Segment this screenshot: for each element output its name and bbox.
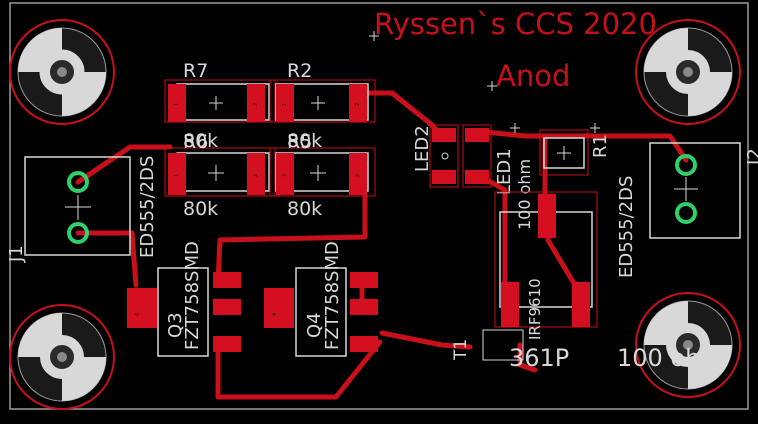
connector-j2: J2 ED555/2DS [616, 142, 758, 278]
r2-pad-b-label: 2 [355, 103, 361, 106]
led2-ref: LED2 [412, 125, 433, 172]
transistor-q4: 4 FZT758SMD Q4 [264, 241, 378, 357]
q3-value: FZT758SMD [182, 241, 203, 350]
r1-ref: R1 [590, 134, 611, 158]
t1-ref: T1 [451, 339, 471, 361]
j2-ref: J2 [744, 148, 758, 166]
mounting-hole-bottom-right [635, 292, 741, 398]
resistor-r2: 1 2 R2 [269, 60, 376, 123]
transistor-t1: IRF9610 T1 [451, 191, 598, 361]
led1-ref: LED1 [494, 148, 515, 195]
q4-ref: Q4 [304, 312, 325, 338]
transistor-q3: 4 FZT758SMD Q3 [127, 241, 241, 357]
r1-value-label: 100 ohm [617, 344, 724, 372]
r5-pad-b-label: 2 [355, 174, 361, 177]
q4-value: FZT758SMD [322, 241, 343, 350]
j2-value: ED555/2DS [616, 176, 637, 278]
connector-j1: J1 ED555/2DS [6, 156, 158, 263]
mounting-hole-top-right [635, 19, 741, 125]
q4-pad-label: 4 [272, 313, 278, 316]
t1-package-label: 361P [509, 344, 569, 372]
resistor-r6: 1 2 R6 80k [164, 131, 276, 220]
origin-markers [369, 31, 600, 133]
board-title: Ryssen`s CCS 2020 [374, 7, 657, 41]
j1-value: ED555/2DS [137, 156, 158, 258]
j1-ref: J1 [6, 245, 27, 263]
r2-ref: R2 [287, 60, 312, 82]
r7-value: 80k [183, 130, 218, 152]
board-subtitle: Anod [496, 59, 570, 93]
r6-pad-b-label: 2 [253, 174, 259, 177]
r2-value: 80k [287, 130, 322, 152]
resistor-r5: 1 2 R5 80k [269, 131, 376, 220]
r5-ref: R5 [287, 131, 312, 153]
r1-value-vertical: 100 ohm [515, 159, 534, 230]
r6-pad-a-label: 1 [174, 174, 180, 177]
r5-value: 80k [287, 198, 322, 220]
led-led1: LED1 [462, 124, 515, 195]
t1-value: IRF9610 [526, 278, 544, 340]
r6-ref: R6 [183, 131, 208, 153]
resistor-r7: 1 2 R7 [164, 60, 276, 123]
q3-ref: Q3 [165, 312, 186, 338]
r7-ref: R7 [183, 60, 208, 82]
r7-pad-b-label: 2 [253, 103, 259, 106]
board-outline [9, 2, 749, 410]
r7-pad-a-label: 1 [174, 103, 180, 106]
r2-pad-a-label: 1 [282, 103, 288, 106]
led-led2: LED2 [412, 124, 459, 188]
mounting-hole-bottom-left [9, 304, 115, 410]
r5-pad-a-label: 1 [282, 174, 288, 177]
mounting-hole-top-left [9, 19, 115, 125]
r6-value: 80k [183, 198, 218, 220]
q3-pad-label: 4 [135, 313, 141, 316]
